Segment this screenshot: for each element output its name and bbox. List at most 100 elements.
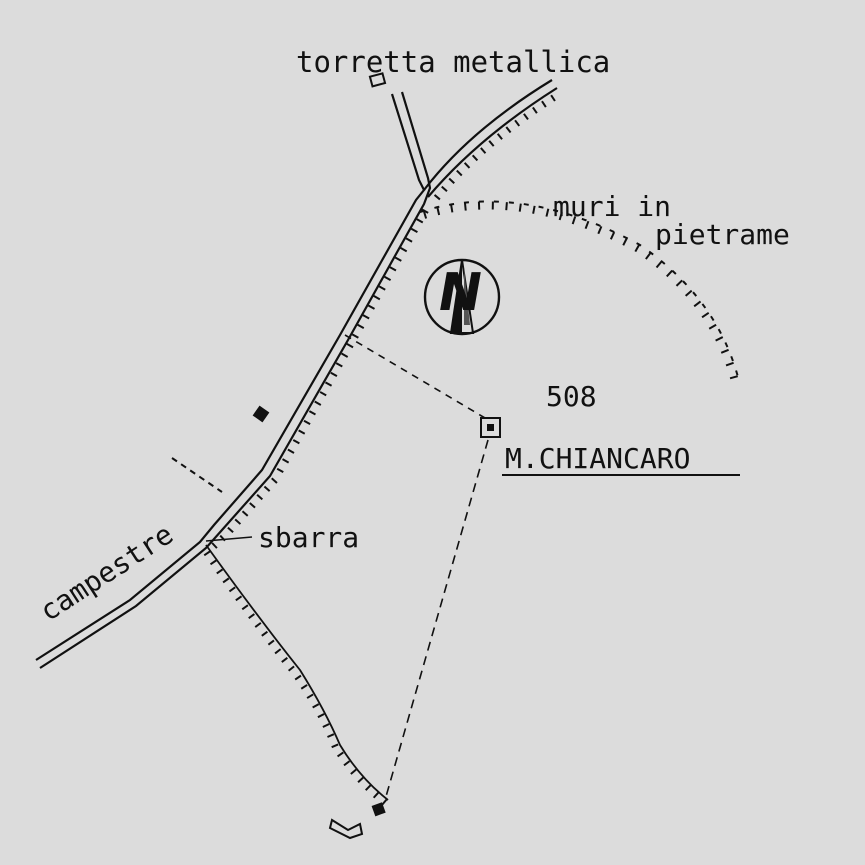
- tower-square-icon: [368, 72, 387, 88]
- wall-tick: [228, 586, 236, 593]
- wall-tick: [336, 751, 344, 758]
- wall-tick: [367, 304, 375, 310]
- wall-tick: [317, 713, 325, 719]
- lower-path-ticks: [203, 550, 388, 806]
- wall-tick: [267, 639, 275, 646]
- wall-tick: [394, 256, 402, 262]
- wall-tick: [505, 126, 512, 134]
- wall-tick: [346, 343, 354, 349]
- wall-tick: [350, 768, 357, 775]
- wall-tick: [330, 371, 338, 378]
- wall-tick: [287, 448, 295, 454]
- wall-tick: [471, 154, 479, 162]
- wall-tick: [383, 275, 392, 281]
- wall-tick: [645, 252, 652, 260]
- wall-tick: [558, 212, 563, 221]
- wall-tick: [235, 595, 243, 602]
- wall-tick: [306, 693, 314, 699]
- wall-tick: [343, 760, 351, 767]
- wall-tick: [693, 300, 702, 308]
- wall-tick: [335, 362, 343, 368]
- wall-tick: [436, 206, 441, 216]
- wall-tick: [281, 656, 288, 663]
- wall-tick: [256, 494, 264, 501]
- wall-tick: [715, 336, 724, 342]
- wall-tick: [571, 216, 577, 225]
- north-arrow-icon: N: [423, 258, 501, 336]
- wall-tick: [234, 518, 242, 525]
- label-elevation: 508: [546, 380, 597, 413]
- wall-tick: [274, 648, 282, 655]
- label-barrier: sbarra: [258, 521, 359, 554]
- wall-tick: [609, 231, 616, 240]
- wall-tick: [550, 94, 556, 102]
- road-wall-hatching: [211, 94, 556, 549]
- wall-tick: [480, 147, 487, 154]
- wall-tick: [357, 776, 364, 783]
- stone-wall-ticks: [422, 201, 739, 380]
- wall-tick: [532, 205, 536, 214]
- survey-line-lower: [384, 439, 489, 801]
- wall-tick: [381, 798, 388, 806]
- wall-tick: [518, 203, 522, 212]
- lower-path: [205, 544, 389, 801]
- wall-tick: [282, 458, 290, 464]
- wall-tick: [496, 133, 503, 140]
- wall-tick: [294, 674, 302, 681]
- wall-tick: [684, 289, 693, 297]
- wall-tick: [416, 218, 424, 224]
- label-walls-line1: muri in: [553, 190, 671, 223]
- wall-tick: [308, 410, 316, 416]
- wall-tick: [327, 733, 335, 738]
- wall-tick: [351, 333, 359, 339]
- wall-tick: [271, 477, 278, 484]
- wall-tick: [254, 622, 262, 628]
- wall-tick: [597, 226, 603, 235]
- bottom-buildings: [328, 802, 386, 840]
- wall-tick: [666, 269, 673, 278]
- wall-tick: [463, 162, 471, 169]
- wall-tick: [545, 208, 550, 217]
- wall-tick: [211, 542, 218, 549]
- wall-tick: [362, 314, 370, 320]
- wall-tick: [331, 743, 339, 749]
- wall-tick: [319, 391, 327, 397]
- wall-tick: [523, 113, 529, 121]
- wall-tick: [708, 323, 717, 330]
- wall-tick: [249, 502, 256, 509]
- wall-tick: [216, 568, 224, 575]
- wall-tick: [287, 665, 295, 672]
- wall-tick: [655, 260, 663, 269]
- survey-point-icon: [480, 417, 501, 438]
- wall-tick: [263, 485, 271, 492]
- wall-tick: [322, 723, 330, 728]
- wall-tick: [514, 119, 521, 127]
- wall-tick: [584, 220, 590, 230]
- wall-tick: [720, 348, 729, 354]
- wall-tick: [300, 684, 308, 690]
- wall-tick: [389, 266, 397, 272]
- wall-tick: [488, 140, 495, 147]
- wall-tick: [505, 202, 508, 211]
- wall-tick: [400, 247, 408, 253]
- wall-tick: [248, 613, 255, 619]
- wall-tick: [378, 285, 386, 291]
- wall-tick: [298, 429, 306, 435]
- wall-tick: [410, 227, 418, 233]
- wall-tick: [634, 244, 641, 253]
- label-walls-line2: pietrame: [655, 218, 790, 251]
- wall-tick: [448, 177, 455, 185]
- wall-tick: [357, 323, 365, 330]
- lower-path-hatch-line: [200, 552, 380, 805]
- wall-tick: [203, 550, 211, 557]
- stone-wall-curve: [419, 200, 741, 386]
- wall-tick: [364, 784, 372, 791]
- label-summit: M.CHIANCARO: [505, 442, 690, 475]
- wall-tick: [701, 312, 710, 319]
- wall-tick: [222, 577, 230, 584]
- wall-tick: [725, 361, 734, 367]
- north-symbol: N: [433, 262, 487, 323]
- wall-tick: [441, 185, 448, 193]
